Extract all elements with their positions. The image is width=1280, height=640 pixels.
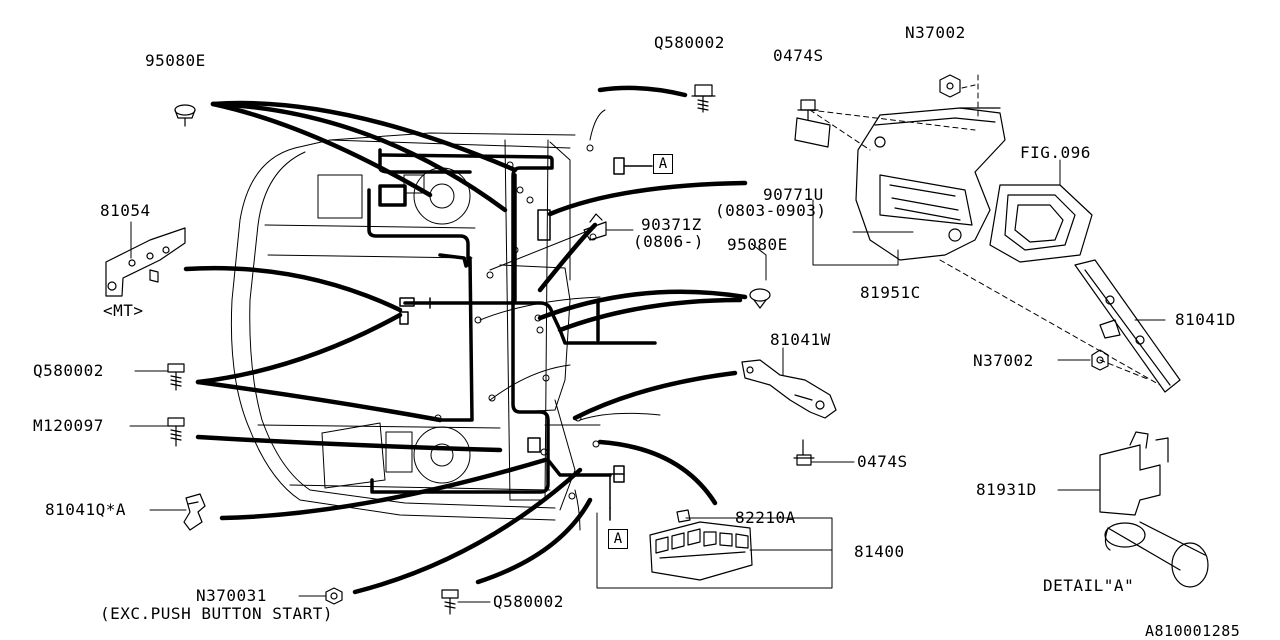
label-n370031: N370031: [196, 586, 267, 605]
label-90771u: 90771U: [763, 185, 824, 204]
callout-a-lower: A: [608, 529, 628, 549]
label-81400: 81400: [854, 542, 905, 561]
label-mt: <MT>: [103, 301, 144, 320]
bolt-0474s-top: [797, 99, 819, 121]
detail-a-81931d: [1099, 431, 1209, 588]
label-fig096: FIG.096: [1020, 143, 1091, 162]
wire-leaders-thick: [183, 85, 748, 595]
bolt-tab-90771u: [794, 117, 831, 148]
wire-leaders-thin: [479, 109, 661, 531]
label-0474s-bottom: 0474S: [857, 452, 908, 471]
label-90771u-range: (0803-0903): [715, 201, 827, 220]
label-82210a: 82210A: [735, 508, 796, 527]
label-q580002-top: Q580002: [654, 33, 725, 52]
bolt-m120097: [167, 417, 185, 447]
label-81041d: 81041D: [1175, 310, 1236, 329]
instrument-panel-outline: [230, 132, 576, 521]
bolt-q580002-left: [167, 363, 185, 391]
label-81041w: 81041W: [770, 330, 831, 349]
diagram-id: A810001285: [1145, 622, 1241, 640]
label-81054: 81054: [100, 201, 151, 220]
nut-n37002-mid: [1091, 349, 1109, 371]
label-81931d: 81931D: [976, 480, 1037, 499]
relay-box-81400: [649, 521, 753, 581]
bolt-95080e-mid: [749, 288, 771, 309]
bracket-81054: [105, 227, 186, 297]
nut-n37002-top: [939, 74, 961, 98]
label-90371z: 90371Z: [641, 215, 702, 234]
bolt-q580002-bottom: [441, 589, 459, 615]
bolt-0474s-bottom: [793, 439, 815, 466]
label-0474s-top: 0474S: [773, 46, 824, 65]
bolt-95080e-top: [174, 104, 196, 127]
harness-connectors: [399, 157, 653, 521]
label-90371z-range: (0806-): [633, 232, 704, 251]
label-q580002-bottom: Q580002: [493, 592, 564, 611]
label-n37002-mid: N37002: [973, 351, 1034, 370]
relay-82210a: [676, 509, 691, 523]
clip-90371z: [583, 213, 607, 241]
clip-markers: [434, 144, 600, 500]
bolt-q580002-top: [691, 84, 716, 113]
ecm-bracket-81951c: [855, 107, 1006, 261]
nut-n370031: [325, 587, 343, 605]
label-m120097: M120097: [33, 416, 104, 435]
assembly-dashed-lines: [809, 74, 1161, 386]
label-81951c: 81951C: [860, 283, 921, 302]
label-exc-push-button-start: (EXC.PUSH BUTTON START): [100, 604, 334, 623]
ecm-unit-fig096: [989, 184, 1093, 263]
label-n37002-top: N37002: [905, 23, 966, 42]
bracket-81041w: [741, 359, 837, 419]
label-81041q: 81041Q*A: [45, 500, 127, 519]
label-95080e-top: 95080E: [145, 51, 206, 70]
callout-a-upper: A: [653, 154, 673, 174]
relay-bracket-81041d: [1074, 259, 1181, 393]
label-q580002-left: Q580002: [33, 361, 104, 380]
label-detail-a: DETAIL"A": [1043, 576, 1135, 595]
label-leaders: [129, 159, 1166, 603]
label-95080e-mid: 95080E: [727, 235, 788, 254]
clip-81041q: [183, 493, 206, 531]
